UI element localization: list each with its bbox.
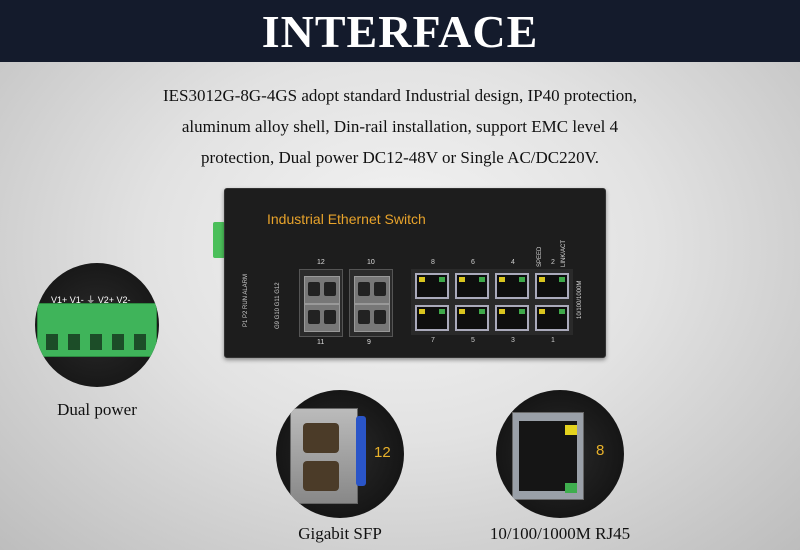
rj45-port-block bbox=[411, 269, 573, 335]
power-terminal-labels: V1+ V1- ⏚ V2+ V2- bbox=[51, 295, 131, 305]
rj45-number: 6 bbox=[471, 259, 475, 266]
sfp-labels: G9 G10 G11 G12 bbox=[275, 282, 281, 329]
power-caption: Dual power bbox=[57, 400, 137, 419]
sfp-number-10: 10 bbox=[367, 259, 375, 266]
page-title: INTERFACE bbox=[261, 5, 539, 57]
sfp-cage bbox=[290, 408, 358, 504]
rj45-port-number: 8 bbox=[596, 442, 605, 459]
rj45-number: 8 bbox=[431, 259, 435, 266]
header-banner: INTERFACE bbox=[0, 0, 800, 62]
sfp-number-12: 12 bbox=[317, 259, 325, 266]
rj45-port bbox=[455, 305, 489, 331]
description-line-3: protection, Dual power DC12-48V or Singl… bbox=[201, 148, 599, 167]
led-labels: P1 P2 RUN ALARM bbox=[243, 273, 249, 327]
rj45-number: 2 bbox=[551, 259, 555, 266]
sfp-latch bbox=[356, 416, 366, 486]
rj45-port bbox=[535, 305, 569, 331]
rj45-jack bbox=[512, 412, 584, 500]
sfp-closeup-circle: 12 bbox=[276, 390, 404, 518]
link-act-label: LINK/ACT bbox=[561, 239, 567, 267]
rj45-port bbox=[455, 273, 489, 299]
description-line-2: aluminum alloy shell, Din-rail installat… bbox=[181, 117, 619, 136]
sfp-number-11: 11 bbox=[317, 339, 325, 346]
rj45-port bbox=[495, 305, 529, 331]
sfp-port-right bbox=[349, 269, 393, 337]
rj45-number: 4 bbox=[511, 259, 515, 266]
sfp-port-left bbox=[299, 269, 343, 337]
rj45-number: 5 bbox=[471, 337, 475, 344]
rj45-number: 3 bbox=[511, 337, 515, 344]
sfp-port-number: 12 bbox=[374, 444, 391, 461]
sfp-caption: Gigabit SFP bbox=[298, 524, 382, 543]
switch-device: Industrial Ethernet Switch P1 P2 RUN ALA… bbox=[224, 188, 606, 358]
rj45-port bbox=[495, 273, 529, 299]
rj45-port bbox=[535, 273, 569, 299]
din-rail-connector bbox=[213, 222, 225, 258]
rj45-port bbox=[415, 273, 449, 299]
rj45-caption: 10/100/1000M RJ45 bbox=[489, 524, 631, 543]
rj45-number: 7 bbox=[431, 337, 435, 344]
rj45-closeup-circle: 8 bbox=[496, 390, 624, 518]
speed-label: SPEED bbox=[537, 246, 543, 267]
description-line-1: IES3012G-8G-4GS adopt standard Industria… bbox=[162, 86, 638, 105]
power-terminal-block bbox=[37, 303, 157, 357]
rj45-number: 1 bbox=[551, 337, 555, 344]
rate-label: 10/100/1000M bbox=[577, 280, 583, 319]
rj45-port bbox=[415, 305, 449, 331]
device-label: Industrial Ethernet Switch bbox=[267, 211, 426, 227]
sfp-number-9: 9 bbox=[367, 339, 371, 346]
power-terminal-circle: V1+ V1- ⏚ V2+ V2- bbox=[35, 263, 159, 387]
